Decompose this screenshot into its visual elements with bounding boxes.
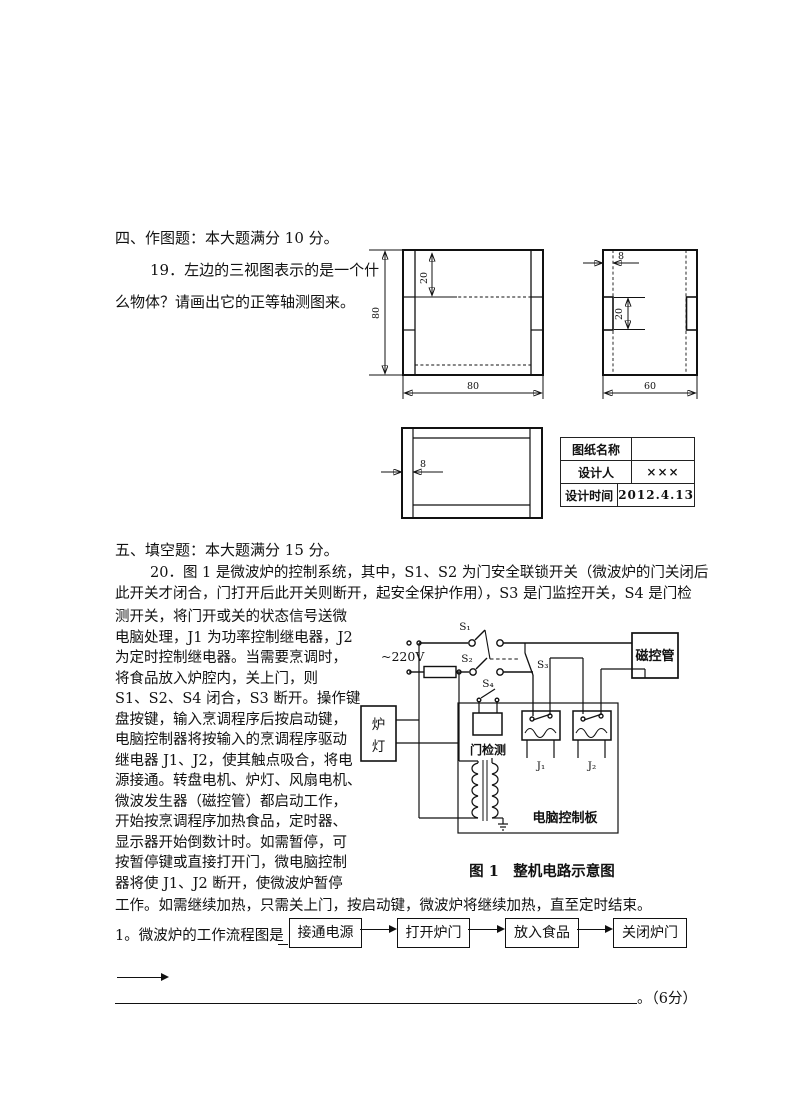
j2-label: J₂ (587, 760, 596, 772)
front-dim-bottom: 80 (467, 381, 479, 392)
score-note: 。（6分） (637, 991, 697, 1007)
q20-line: 电脑控制器将按输入的烹调程序驱动 (115, 732, 347, 748)
voltage-label: ~220V (381, 649, 425, 664)
j1-label: J₁ (536, 760, 545, 772)
lamp-label-1: 炉 (372, 717, 386, 733)
door-detect-label: 门检测 (470, 742, 506, 757)
q20-line: 测开关，将门开或关的状态信号送微 (115, 609, 347, 625)
flow-arrow (468, 924, 505, 933)
side-dim-mid: 20 (614, 308, 625, 320)
side-view: 8 20 60 (583, 249, 698, 399)
label-underscore (278, 944, 288, 945)
q20-line: 源接通。转盘电机、炉灯、风扇电机、 (115, 773, 362, 789)
q20-line: S1、S2、S4 闭合，S3 断开。操作键 (115, 691, 361, 707)
title-block-row: 设计人 ××× (561, 461, 694, 484)
q20-line: 盘按键，输入烹调程序后按启动键， (115, 711, 347, 728)
board-label: 电脑控制板 (532, 810, 598, 826)
three-view-drawing: 20 80 80 8 20 (369, 249, 698, 519)
side-dim-bottom: 60 (644, 381, 656, 392)
flow-step-1: 接通电源 (289, 918, 362, 948)
q20-tail-line: 工作。如需继续加热，只需关上门，按启动键，微波炉将继续加热，直至定时结束。 (115, 898, 652, 914)
q20-wide-line: 此开关才闭合，门打开后此开关则断开，起安全保护作用），S3 是门监控开关，S4 … (115, 586, 692, 602)
magnetron-label: 磁控管 (635, 648, 674, 664)
plan-dim-left: 8 (420, 459, 426, 470)
s1-label: S₁ (459, 621, 470, 633)
flow-arrow (360, 924, 397, 933)
s4-label: S₄ (482, 678, 493, 690)
title-block-row: 设计时间 2012.4.13 (561, 484, 694, 506)
q20-intro: 20．图 1 是微波炉的控制系统，其中，S1、S2 为门安全联锁开关（微波炉的门… (115, 563, 709, 605)
q20-line: 器将使 J1、J2 断开，使微波炉暂停 (115, 875, 343, 892)
lamp-label-2: 灯 (372, 739, 386, 755)
side-dim-top: 8 (618, 251, 624, 262)
front-dim-top: 20 (419, 272, 430, 284)
q20-wide-line: 20．图 1 是微波炉的控制系统，其中，S1、S2 为门安全联锁开关（微波炉的门… (150, 565, 709, 581)
circuit-diagram: ~220V S₁ S₂ S₃ (360, 621, 679, 880)
title-block-value: 2012.4.13 (618, 488, 694, 502)
flow-step-2: 打开炉门 (397, 918, 470, 948)
figure-caption: 图 1 整机电路示意图 (469, 862, 615, 880)
q20-line: 为定时控制继电器。当需要烹调时， (115, 650, 347, 666)
title-block-label: 设计时间 (561, 484, 619, 506)
title-block: 图纸名称 设计人 ××× 设计时间 2012.4.13 (560, 437, 695, 507)
q20-line: 开始按烹调程序加热食品，定时器、 (115, 814, 347, 830)
title-block-label: 图纸名称 (561, 438, 632, 460)
q20-line: 微波发生器（磁控管）都启动工作， (115, 793, 347, 810)
continuation-arrow (117, 972, 169, 981)
q20-line: 按暂停键或直接打开门，微电脑控制 (115, 855, 347, 871)
q20-line: 将食品放入炉腔内，关上门，则 (115, 670, 318, 687)
q20-line: 继电器 J1、J2，使其触点吸合，将电 (115, 752, 353, 769)
front-view: 20 80 80 (369, 249, 544, 399)
front-dim-left: 80 (371, 307, 382, 319)
answer-blank-line (115, 1003, 637, 1004)
q20-left-column: 测开关，将门开或关的状态信号送微 电脑处理，J1 为功率控制继电器，J2 为定时… (115, 607, 383, 894)
q20-line: 显示器开始倒数计时。如需暂停，可 (115, 834, 347, 851)
section4-heading: 四、作图题：本大题满分 10 分。 (115, 229, 339, 247)
title-block-value: ××× (646, 465, 680, 479)
q20-line: 电脑处理，J1 为功率控制继电器，J2 (115, 629, 353, 646)
s2-label: S₂ (461, 653, 472, 665)
title-block-label: 设计人 (561, 461, 632, 483)
title-block-row: 图纸名称 (561, 438, 694, 461)
q19-line2: 么物体？请画出它的正等轴测图来。 (115, 293, 356, 311)
section5-heading: 五、填空题：本大题满分 15 分。 (115, 541, 339, 559)
flow-arrow (577, 924, 613, 933)
s3-label: S₃ (537, 659, 548, 671)
q1-flow-label: 1。微波炉的工作流程图是 (115, 928, 284, 944)
flow-step-3: 放入食品 (505, 918, 579, 948)
plan-view: 8 (381, 427, 543, 519)
title-block-value (632, 438, 694, 460)
flow-step-4: 关闭炉门 (613, 918, 687, 948)
q19-line1: 19．左边的三视图表示的是一个什 (150, 261, 380, 279)
